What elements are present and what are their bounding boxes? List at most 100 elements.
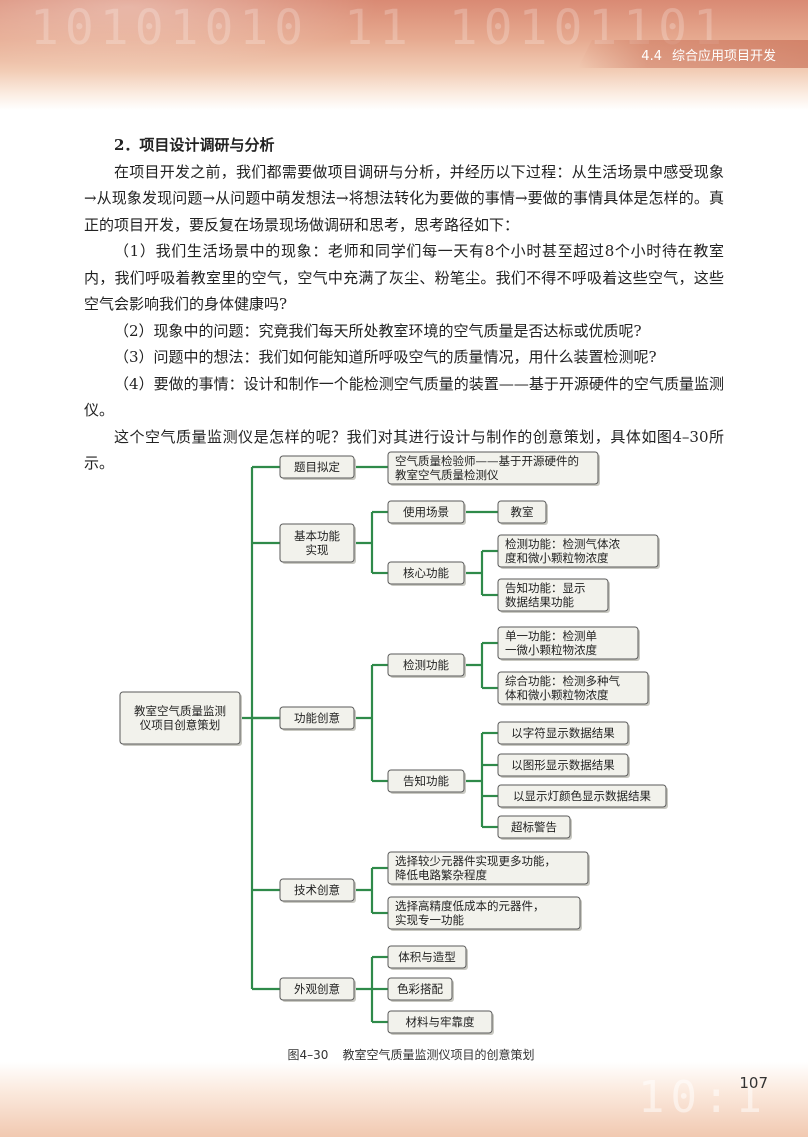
node-text: 降低电路繁杂程度 <box>395 868 487 882</box>
main-text: 2．项目设计调研与分析 在项目开发之前，我们都需要做项目调研与分析，并经历以下过… <box>84 132 724 477</box>
node-box <box>119 691 241 745</box>
node-box <box>387 945 467 969</box>
mind-map-node-n3b3: 以显示灯颜色显示数据结果 <box>497 784 668 809</box>
paragraph-idea: （3）问题中的想法：我们如何能知道所呼吸空气的质量情况，用什么装置检测呢? <box>114 348 657 366</box>
node-box <box>497 534 659 568</box>
node-box <box>497 815 571 839</box>
node-text: 检测功能 <box>403 658 449 672</box>
node-box <box>279 706 355 730</box>
figure-number: 图4–30 <box>287 1048 329 1062</box>
figure-caption: 图4–30 教室空气质量监测仪项目的创意策划 <box>0 1046 808 1063</box>
node-box <box>497 784 667 808</box>
node-text: 选择高精度低成本的元器件， <box>395 899 545 913</box>
node-text: 一微小颗粒物浓度 <box>505 643 597 657</box>
page-footer: 10:1 <box>0 1062 808 1137</box>
node-text: 教室空气质量监测 <box>134 704 226 718</box>
chapter-number: 4.4 <box>641 49 662 64</box>
node-text: 数据结果功能 <box>505 595 574 609</box>
chapter-tab <box>578 40 808 68</box>
paragraph-intro: 在项目开发之前，我们都需要做项目调研与分析，并经历以下过程：从生活场景中感受现象… <box>84 162 724 234</box>
node-box <box>279 523 355 563</box>
mind-map-node-n3b: 告知功能 <box>387 769 466 794</box>
node-text: 单一功能：检测单 <box>505 629 597 643</box>
node-text: 以字符显示数据结果 <box>511 726 615 740</box>
node-text: 色彩搭配 <box>397 982 443 996</box>
node-text: 体积与造型 <box>398 950 456 964</box>
mind-map-node-n3b1: 以字符显示数据结果 <box>497 721 630 746</box>
node-text: 技术创意 <box>294 883 340 897</box>
node-box <box>387 769 465 793</box>
node-box <box>387 500 465 524</box>
node-text: 选择较少元器件实现更多功能， <box>395 854 556 868</box>
mind-map-node-n3a: 检测功能 <box>387 653 466 678</box>
mind-map-node-n5: 外观创意 <box>279 977 356 1002</box>
mind-map-node-n5a: 体积与造型 <box>387 945 468 970</box>
node-text: 度和微小颗粒物浓度 <box>505 551 609 565</box>
node-text: 空气质量检验师——基于开源硬件的 <box>395 454 579 468</box>
node-text: 仪项目创意策划 <box>140 718 221 732</box>
node-box <box>279 455 355 479</box>
footer-digit-decoration: 10:1 <box>638 1072 768 1123</box>
figure-title: 教室空气质量监测仪项目的创意策划 <box>342 1048 535 1062</box>
node-box <box>387 653 465 677</box>
header-glow <box>0 0 380 70</box>
mind-map-node-n3: 功能创意 <box>279 706 356 731</box>
paragraph-problem: （2）现象中的问题：究竟我们每天所处教室环境的空气质量是否达标或优质呢? <box>114 321 642 340</box>
node-box <box>387 1010 493 1034</box>
mind-map-diagram: 教室空气质量监测仪项目创意策划题目拟定空气质量检验师——基于开源硬件的教室空气质… <box>119 451 668 1035</box>
paragraph-figure-ref: 这个空气质量监测仪是怎样的呢？我们对其进行设计与制作的创意策划，具体如图4–30… <box>84 427 724 473</box>
mind-map-node-n2a: 使用场景 <box>387 500 466 525</box>
node-box <box>387 561 465 585</box>
paragraph-phenomenon: （1）我们生活场景中的现象：老师和同学们每一天有8个小时甚至超过8个小时待在教室… <box>84 242 724 313</box>
section-title: 2．项目设计调研与分析 <box>114 136 275 154</box>
node-text: 核心功能 <box>403 566 449 580</box>
node-text: 告知功能：显示 <box>505 581 586 595</box>
node-box <box>279 977 355 1001</box>
node-box <box>387 896 581 930</box>
node-box <box>387 977 453 1001</box>
node-box <box>497 500 547 524</box>
node-text: 外观创意 <box>294 982 340 996</box>
connector-lines <box>240 465 498 1024</box>
page-number: 107 <box>739 1074 768 1092</box>
mind-map-node-n2b: 核心功能 <box>387 561 466 586</box>
node-box <box>497 626 639 660</box>
mind-map-node-n5b: 色彩搭配 <box>387 977 454 1002</box>
node-text: 基本功能 <box>294 529 340 543</box>
node-text: 教室 <box>511 505 534 519</box>
node-text: 以图形显示数据结果 <box>511 758 615 772</box>
node-box <box>387 851 589 885</box>
node-text: 综合功能：检测多种气 <box>505 674 620 688</box>
chapter-title: 综合应用项目开发 <box>671 49 776 64</box>
node-box <box>497 753 629 777</box>
node-text: 实现专一功能 <box>395 913 464 927</box>
node-box <box>387 451 599 485</box>
node-text: 超标警告 <box>511 820 557 834</box>
mind-map-node-n1: 题目拟定 <box>279 455 356 480</box>
node-text: 功能创意 <box>294 711 340 725</box>
mind-map-nodes: 教室空气质量监测仪项目创意策划题目拟定空气质量检验师——基于开源硬件的教室空气质… <box>119 451 668 1035</box>
node-text: 材料与牢靠度 <box>406 1015 475 1029</box>
mind-map-node-n5c: 材料与牢靠度 <box>387 1010 494 1035</box>
node-box <box>497 671 649 705</box>
node-text: 使用场景 <box>403 505 449 519</box>
node-text: 实现 <box>306 543 329 557</box>
node-text: 教室空气质量检测仪 <box>395 468 499 482</box>
mind-map-node-n3b2: 以图形显示数据结果 <box>497 753 630 778</box>
node-text: 检测功能：检测气体浓 <box>505 537 620 551</box>
node-box <box>497 578 609 612</box>
node-box <box>279 878 355 902</box>
node-text: 告知功能 <box>403 774 449 788</box>
chapter-label: 4.4 综合应用项目开发 <box>631 45 776 64</box>
mind-map-node-n3b4: 超标警告 <box>497 815 572 840</box>
node-text: 题目拟定 <box>294 460 340 474</box>
mind-map-node-n4: 技术创意 <box>279 878 356 903</box>
